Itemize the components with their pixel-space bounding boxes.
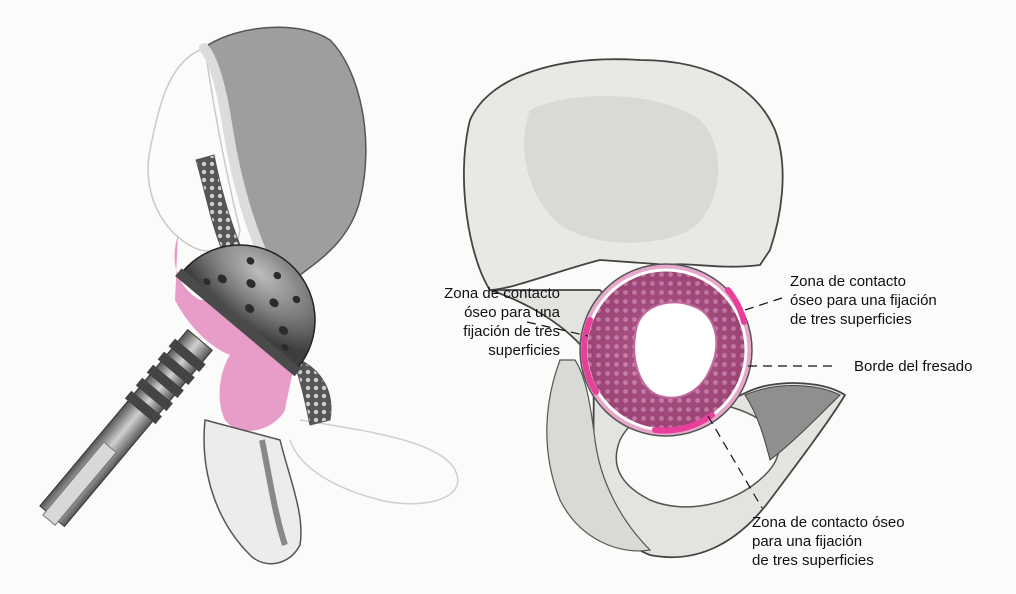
- label-bottom-contact-zone: Zona de contacto óseo para una fijación …: [752, 513, 905, 570]
- label-upper-right-contact-zone: Zona de contacto óseo para una fijación …: [790, 272, 937, 329]
- label-reaming-edge: Borde del fresado: [854, 357, 972, 376]
- pubis-spongy: [295, 360, 331, 425]
- label-line: óseo para una fijación: [790, 291, 937, 310]
- label-line: de tres superficies: [790, 310, 937, 329]
- left-pelvis-section: [34, 27, 458, 563]
- label-line: fijación de tres: [444, 322, 560, 341]
- label-line: Zona de contacto: [790, 272, 937, 291]
- reamer-shaft: [34, 327, 216, 533]
- label-line: óseo para una: [444, 303, 560, 322]
- label-line: Zona de contacto: [444, 284, 560, 303]
- label-line: para una fijación: [752, 532, 905, 551]
- label-line: Zona de contacto óseo: [752, 513, 905, 532]
- label-line: Borde del fresado: [854, 357, 972, 376]
- label-line: de tres superficies: [752, 551, 905, 570]
- pelvis-ghost-lower: [290, 420, 458, 504]
- label-left-contact-zone: Zona de contacto óseo para una fijación …: [444, 284, 560, 360]
- label-line: superficies: [444, 341, 560, 360]
- leader-upper-right: [745, 298, 782, 310]
